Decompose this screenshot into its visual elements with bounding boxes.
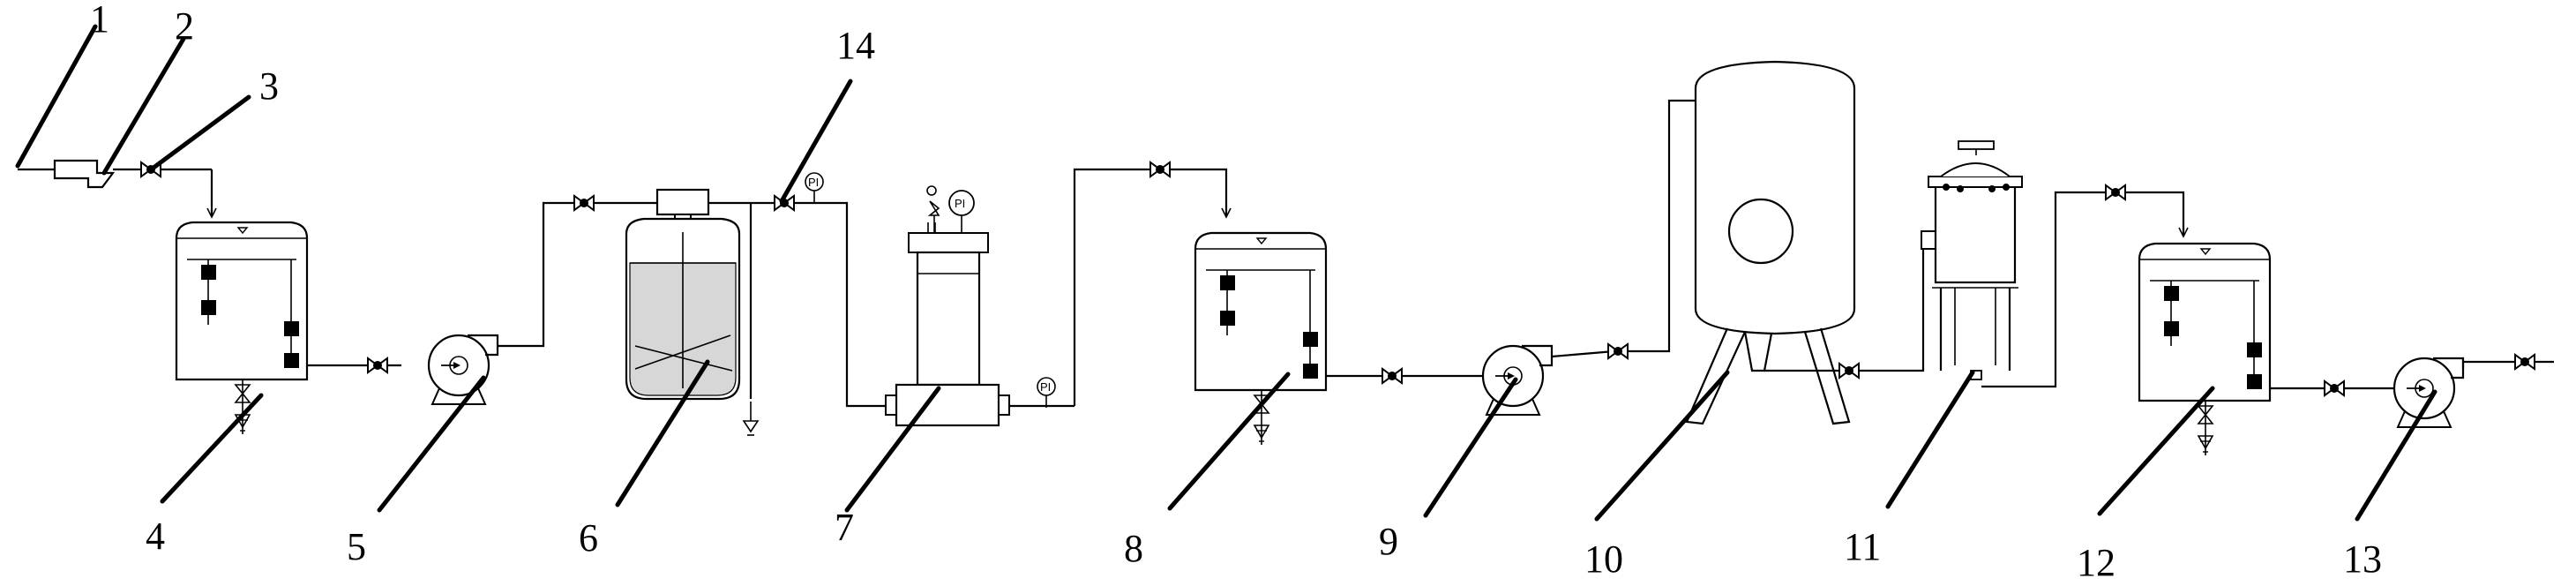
pressure-gauge-b: PI <box>948 190 975 216</box>
gauge-text-c: PI <box>1040 380 1051 394</box>
leader-1 <box>15 24 98 169</box>
valve-4-5 <box>367 357 388 373</box>
label-1: 1 <box>90 0 109 41</box>
leader-9 <box>1423 377 1518 518</box>
tank-12-drain <box>2198 400 2213 456</box>
pump-13 <box>2393 357 2465 429</box>
product-tank-12 <box>2138 242 2272 402</box>
label-3: 3 <box>259 64 279 108</box>
leader-10 <box>1594 370 1730 522</box>
gauge-text-b: PI <box>955 197 965 210</box>
inlet-pipe <box>18 159 217 219</box>
label-10: 10 <box>1584 537 1623 581</box>
leader-2 <box>101 36 186 176</box>
label-14: 14 <box>836 24 875 67</box>
label-6: 6 <box>579 516 598 560</box>
valve-11-12 <box>2105 184 2126 200</box>
gauge-text-a: PI <box>808 176 819 189</box>
leader-14 <box>779 79 853 204</box>
valve-5-6 <box>573 195 595 211</box>
label-7: 7 <box>835 506 854 549</box>
bag-filter-11 <box>1921 140 2023 380</box>
label-5: 5 <box>347 525 366 568</box>
pipe-11-12 <box>1981 191 2185 388</box>
leader-5 <box>377 375 486 513</box>
label-2: 2 <box>175 4 194 48</box>
vessel-6-drain <box>742 402 760 436</box>
label-13: 13 <box>2343 537 2382 581</box>
leader-8 <box>1167 372 1291 511</box>
label-11: 11 <box>1844 525 1881 568</box>
valve-7-8 <box>1149 162 1171 177</box>
valve-outlet <box>2514 354 2535 370</box>
valve-9-10 <box>1607 343 1629 359</box>
label-12: 12 <box>2077 541 2115 584</box>
feed-tank-4 <box>175 221 309 381</box>
leader-11 <box>1885 370 1975 509</box>
pipe-5-6 <box>498 201 657 348</box>
leader-7 <box>844 386 941 513</box>
pipe-6-7 <box>794 201 891 408</box>
leader-13 <box>2355 389 2437 522</box>
leader-12 <box>2097 386 2215 516</box>
label-9: 9 <box>1379 520 1398 563</box>
valve-10-11 <box>1838 363 1860 379</box>
intermediate-tank-8 <box>1194 231 1328 392</box>
leader-6 <box>615 359 710 507</box>
pressure-gauge-a: PI <box>805 172 824 204</box>
valve-8-9 <box>1382 368 1403 384</box>
pressure-vessel-10 <box>1685 60 1856 425</box>
pressure-gauge-c: PI <box>1037 377 1056 409</box>
leader-4 <box>160 393 264 504</box>
leader-3 <box>151 94 251 170</box>
pipe-9-10 <box>1551 99 1696 358</box>
pump-5 <box>427 334 499 406</box>
valve-12-13 <box>2324 380 2345 396</box>
label-8: 8 <box>1124 527 1143 570</box>
label-4: 4 <box>146 515 165 558</box>
outlet-pipe <box>2461 360 2554 369</box>
